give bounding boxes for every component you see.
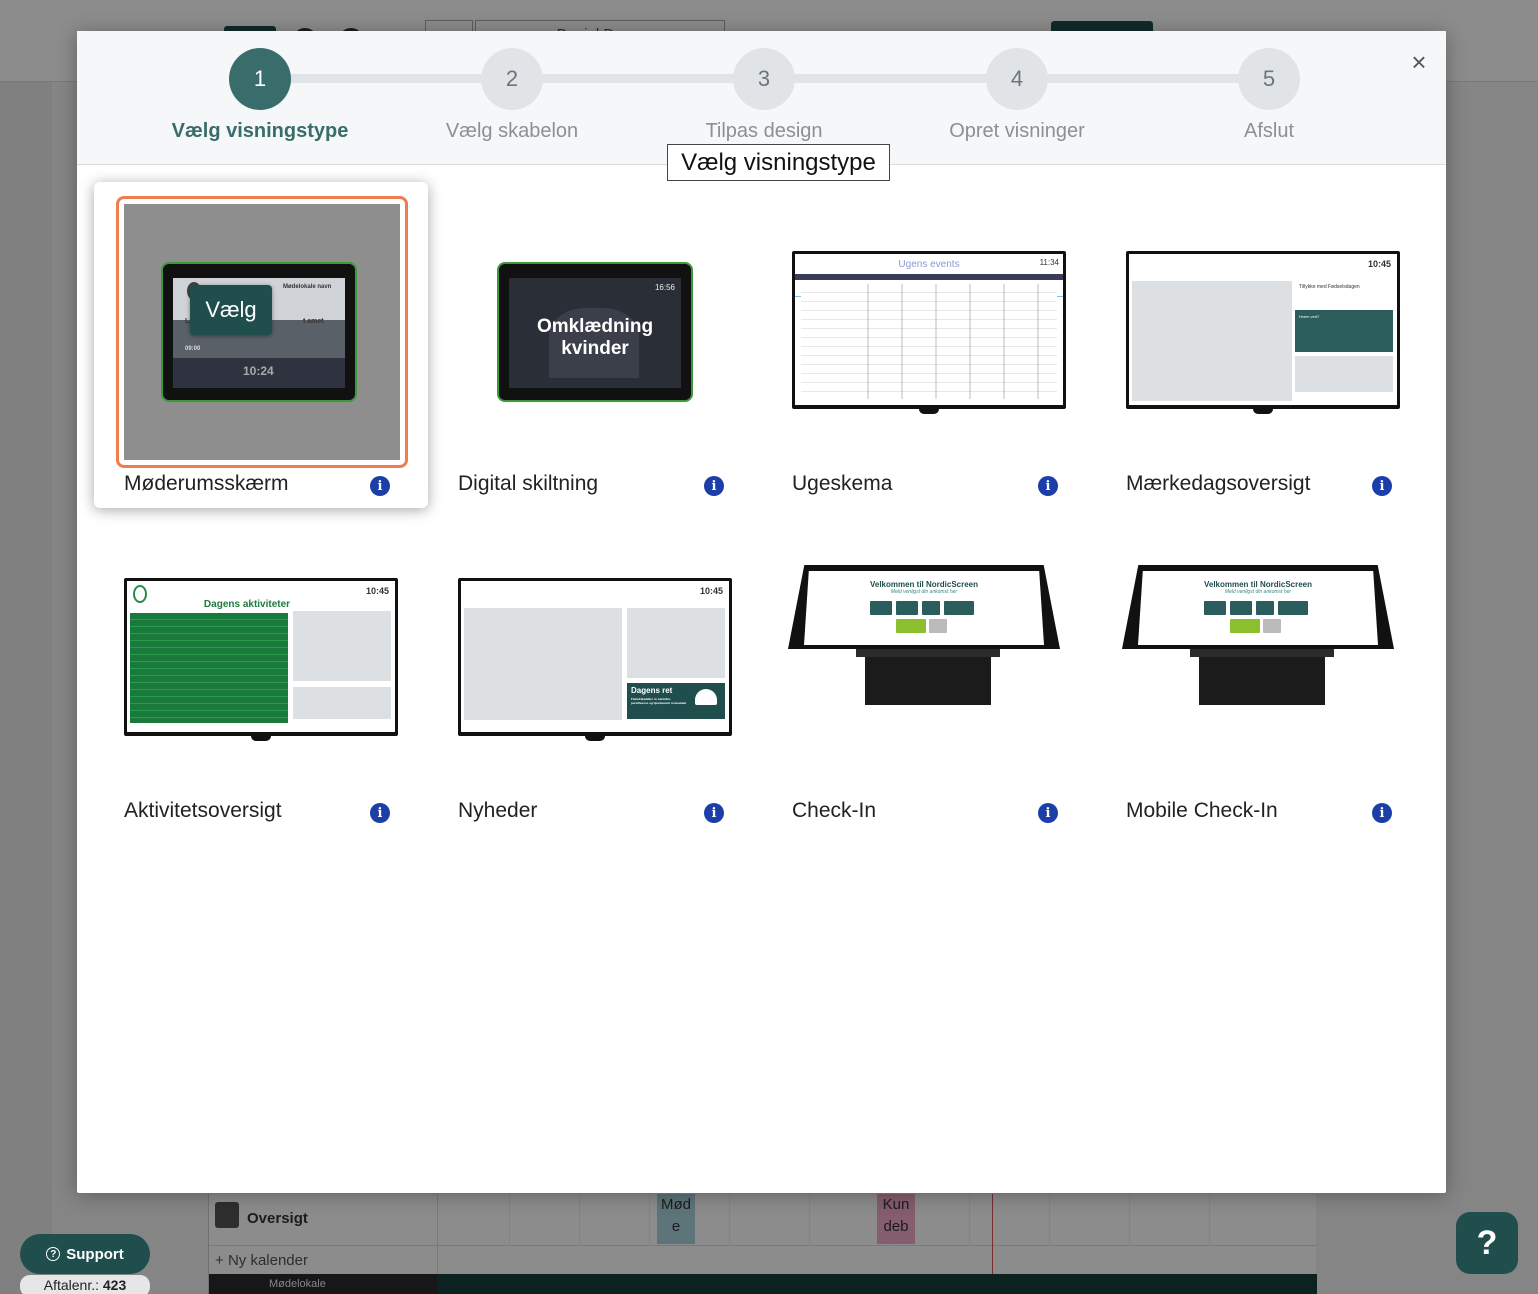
thumb-heading: Dagens ret <box>631 686 673 695</box>
info-icon[interactable]: i <box>1372 476 1392 496</box>
thumb-subheading: Meld venligst din ankomst her <box>1224 589 1292 595</box>
thumb-clock: 11:34 <box>1039 258 1059 267</box>
step-number: 2 <box>481 48 543 110</box>
info-icon[interactable]: i <box>704 476 724 496</box>
card-title: Digital skiltning <box>458 472 599 495</box>
card-title: Nyheder <box>458 799 538 822</box>
tablet-preview: 16:56 Omklædning kvinder <box>497 262 693 402</box>
tv-preview: 10:45 Dagens ret Fiskefrikadeller m. kar… <box>458 578 732 741</box>
card-week-schedule[interactable]: Ugens events 11:34 Ugeskema i <box>762 182 1096 508</box>
card-thumbnail[interactable]: Velkommen til NordicScreen Meld venligst… <box>1118 523 1410 795</box>
thumb-heading: Ugens events <box>898 259 960 270</box>
step-number: 5 <box>1238 48 1300 110</box>
card-activities[interactable]: 10:45 Dagens aktiviteter Aktivitetsovers… <box>94 509 428 835</box>
order-number-badge: Aftalenr.: 423 <box>20 1275 150 1294</box>
card-mobile-check-in[interactable]: Velkommen til NordicScreen Meld venligst… <box>1096 509 1430 835</box>
thumb-clock: 10:45 <box>1367 259 1391 269</box>
step-2[interactable]: 2 Vælg skabelon <box>392 48 632 143</box>
calendar-icon <box>215 1202 239 1228</box>
thumb-heading: Omklædning <box>536 316 654 337</box>
step-label: Afslut <box>1243 120 1295 142</box>
card-thumbnail[interactable]: 16:56 Omklædning kvinder <box>450 196 742 468</box>
thumb-heading: Velkommen til NordicScreen <box>1203 580 1313 589</box>
card-title: Møderumsskærm <box>124 472 289 495</box>
thumb-subheading: Meld venligst din ankomst her <box>890 589 958 595</box>
step-5[interactable]: 5 Afslut <box>1149 48 1389 143</box>
thumb-heading: Dagens aktiviteter <box>203 599 291 610</box>
thumb-subheading: Hvem ved? <box>1299 314 1320 319</box>
cloche-icon <box>695 689 717 705</box>
card-digital-signage[interactable]: 16:56 Omklædning kvinder Digital skiltni… <box>428 182 762 508</box>
card-news[interactable]: 10:45 Dagens ret Fiskefrikadeller m. kar… <box>428 509 762 835</box>
support-label: Support <box>66 1245 124 1263</box>
thumb-clock: 10:45 <box>699 586 723 596</box>
tv-preview: 10:45 Tillykke med Fødselsdagen Hvem ved… <box>1126 251 1400 414</box>
info-icon[interactable]: i <box>370 803 390 823</box>
card-title: Mobile Check-In <box>1126 799 1278 822</box>
select-button[interactable]: Vælg <box>190 285 272 335</box>
info-icon[interactable]: i <box>370 476 390 496</box>
thumb-clock: 10:24 <box>243 364 274 378</box>
step-label: Tilpas design <box>705 120 823 142</box>
calendar-event: Kun deb <box>877 1194 915 1244</box>
thumb-heading: kvinder <box>561 338 629 359</box>
calendar-row: Oversigt <box>209 1194 1317 1246</box>
question-icon: ? <box>46 1247 61 1261</box>
card-title: Aktivitetsoversigt <box>124 799 282 822</box>
info-icon[interactable]: i <box>1038 476 1058 496</box>
card-thumbnail[interactable]: Ugens events 11:34 <box>784 196 1076 468</box>
thumb-text: Fiskefrikadeller m. kartofler, persilles… <box>631 697 687 705</box>
thumb-clock: 16:56 <box>654 283 675 292</box>
card-title: Ugeskema <box>792 472 893 495</box>
step-3[interactable]: 3 Tilpas design <box>644 48 884 143</box>
card-meeting-room[interactable]: Mødelokale navn Lør al t amet 09:00 10:2… <box>94 182 428 508</box>
room-label: Mødelokale <box>209 1274 437 1294</box>
step-label: Vælg visningstype <box>171 120 349 142</box>
calendar-label: Oversigt <box>247 1210 308 1227</box>
order-number: 423 <box>102 1277 127 1293</box>
thumb-heading: Tillykke med Fødselsdagen <box>1299 284 1360 290</box>
calendar-room-row <box>209 1274 1317 1294</box>
info-icon[interactable]: i <box>704 803 724 823</box>
card-thumbnail[interactable]: 10:45 Tillykke med Fødselsdagen Hvem ved… <box>1118 196 1410 468</box>
step-label: Opret visninger <box>949 120 1085 142</box>
background-calendar: Oversigt + Ny kalender Mød e Kun deb Mød… <box>208 1194 1317 1294</box>
close-icon[interactable]: × <box>1411 47 1427 77</box>
card-thumbnail[interactable]: 10:45 Dagens ret Fiskefrikadeller m. kar… <box>450 523 742 795</box>
info-icon[interactable]: i <box>1372 803 1392 823</box>
thumb-clock: 10:45 <box>365 586 389 596</box>
thumb-heading: Velkommen til NordicScreen <box>869 580 979 589</box>
support-button[interactable]: ? Support <box>20 1234 150 1274</box>
wizard-stepper: 1 Vælg visningstype 2 Vælg skabelon 3 Ti… <box>77 31 1446 165</box>
step-number: 3 <box>733 48 795 110</box>
step-number: 4 <box>986 48 1048 110</box>
current-time-line <box>992 1194 993 1274</box>
help-button[interactable]: ? <box>1456 1212 1518 1274</box>
card-check-in[interactable]: Velkommen til NordicScreen Meld venligst… <box>762 509 1096 835</box>
card-thumbnail[interactable]: Velkommen til NordicScreen Meld venligst… <box>784 523 1076 795</box>
tv-preview: Ugens events 11:34 <box>792 251 1066 414</box>
background-sidebar <box>0 82 52 1294</box>
info-icon[interactable]: i <box>1038 803 1058 823</box>
thumb-time: 09:00 <box>185 346 201 352</box>
card-thumbnail[interactable]: 10:45 Dagens aktiviteter <box>116 523 408 795</box>
step-4[interactable]: 4 Opret visninger <box>897 48 1137 143</box>
tv-preview: 10:45 Dagens aktiviteter <box>124 578 398 741</box>
step-tooltip: Vælg visningstype <box>667 144 890 181</box>
card-title: Mærkedagsoversigt <box>1126 472 1311 495</box>
wizard-modal: 1 Vælg visningstype 2 Vælg skabelon 3 Ti… <box>77 31 1446 1193</box>
thumb-room-name: Mødelokale navn <box>283 284 332 290</box>
add-calendar-link: + Ny kalender <box>215 1252 308 1269</box>
step-label: Vælg skabelon <box>445 120 579 142</box>
card-birthdays[interactable]: 10:45 Tillykke med Fødselsdagen Hvem ved… <box>1096 182 1430 508</box>
card-title: Check-In <box>792 799 877 822</box>
thumb-text: t amet <box>303 318 324 325</box>
calendar-event: Mød e <box>657 1194 695 1244</box>
step-1[interactable]: 1 Vælg visningstype <box>140 48 380 143</box>
order-label: Aftalenr.: <box>43 1277 99 1293</box>
step-number: 1 <box>229 48 291 110</box>
logo-icon <box>133 585 147 603</box>
